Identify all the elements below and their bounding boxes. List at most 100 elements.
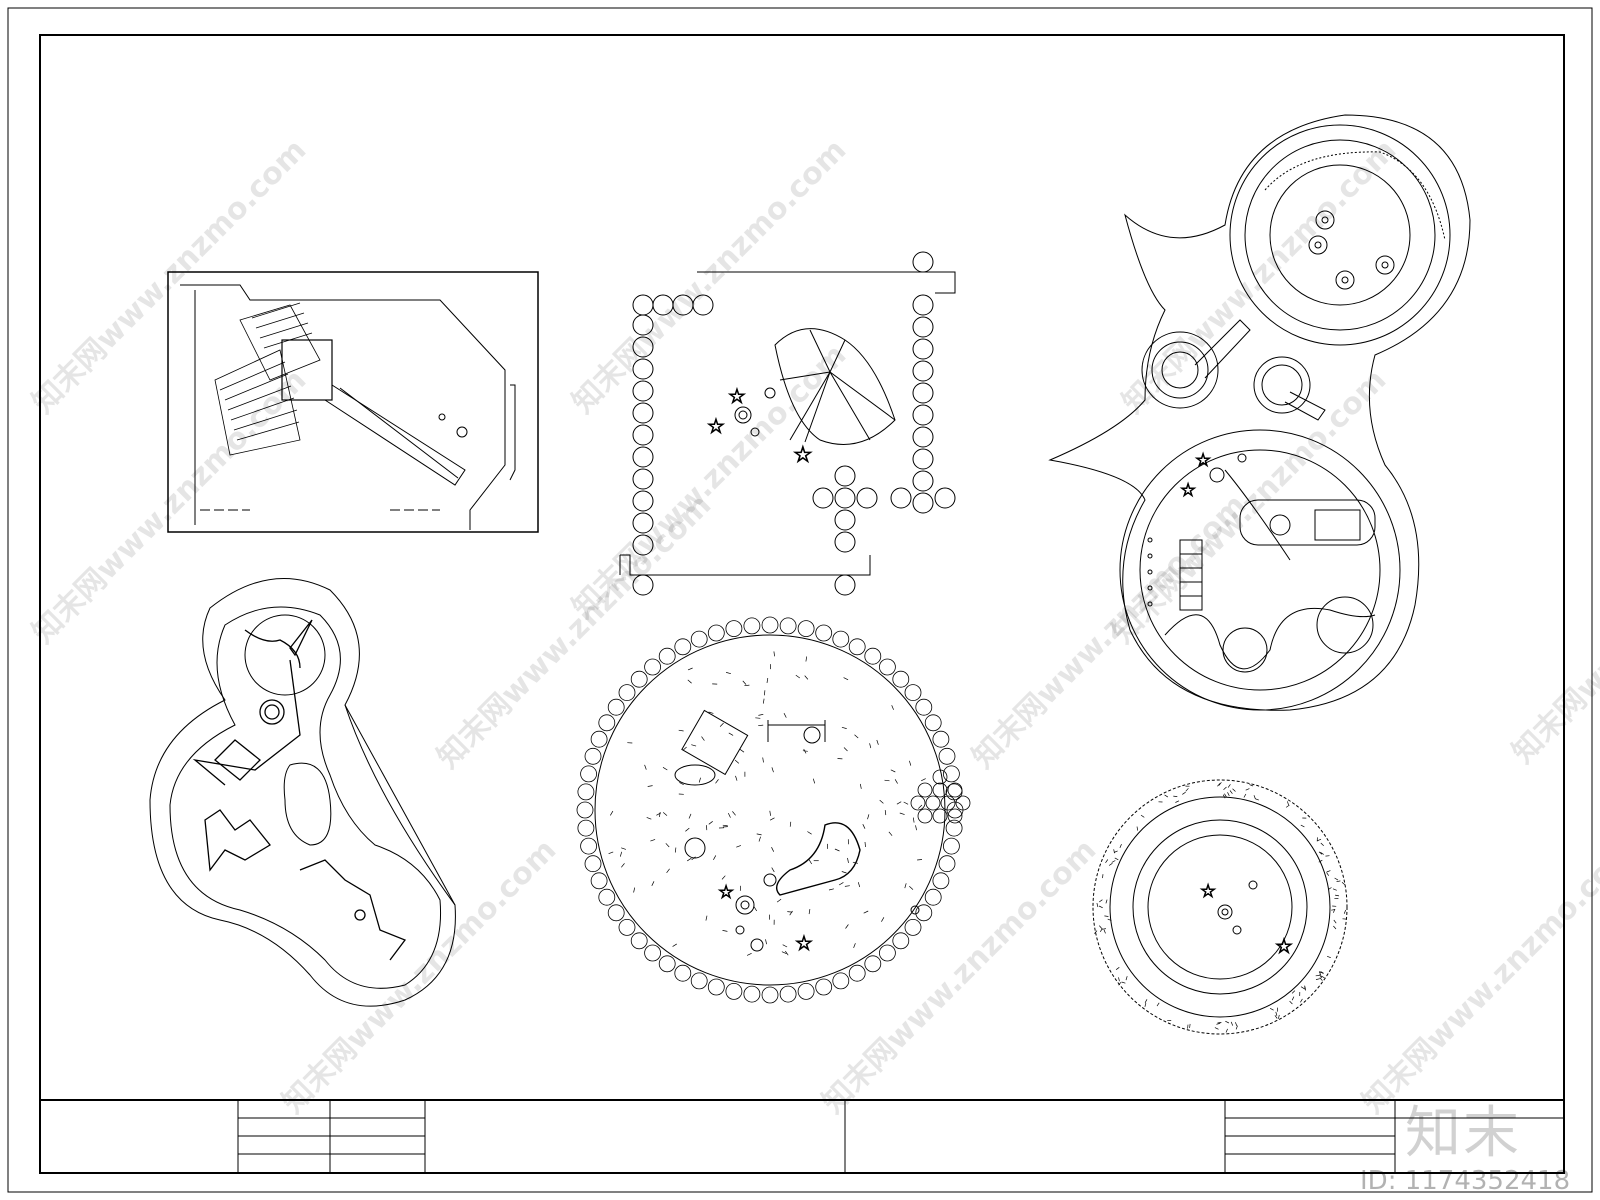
svg-text:☆: ☆ — [1180, 480, 1196, 501]
sheet-inner-border — [39, 34, 1565, 1174]
gravel-speckle — [1118, 977, 1120, 982]
sand-speckle — [804, 675, 809, 680]
plan-net-climbing — [149, 578, 456, 1007]
gravel-speckle — [1320, 975, 1325, 979]
sand-speckle — [805, 656, 808, 662]
sand-speckle — [621, 863, 625, 868]
gravel-speckle — [1235, 1025, 1238, 1030]
border-bead — [577, 819, 595, 837]
border-bead — [797, 983, 815, 1000]
border-bead — [674, 638, 692, 656]
sand-speckle — [879, 799, 884, 804]
pillar-circle — [932, 782, 948, 798]
sand-speckle — [687, 667, 693, 671]
sand-speckle — [781, 951, 787, 955]
border-bead — [879, 944, 896, 962]
sand-speckle — [808, 909, 811, 915]
sand-speckle — [812, 778, 816, 784]
sand-speckle — [701, 736, 705, 741]
sand-speckle — [769, 810, 771, 816]
gravel-speckle — [1336, 880, 1341, 883]
sand-speckle — [665, 843, 670, 848]
sand-speckle — [859, 783, 862, 789]
border-bead — [590, 730, 608, 748]
gravel-speckle — [1113, 850, 1118, 853]
sand-speckle — [708, 821, 713, 825]
gravel-speckle — [1318, 859, 1323, 863]
sand-speckle — [867, 814, 870, 820]
sand-speckle — [899, 812, 905, 815]
gravel-speckle — [1229, 790, 1233, 794]
sand-speckle — [619, 851, 623, 857]
pillar-circle — [955, 795, 971, 811]
sand-speckle — [647, 785, 653, 787]
border-bead — [938, 747, 956, 765]
gravel-speckle — [1245, 788, 1250, 791]
gravel-speckle — [1223, 786, 1227, 790]
sand-speckle — [841, 871, 847, 874]
gravel-speckle — [1333, 925, 1337, 930]
sand-speckle — [838, 882, 844, 886]
sand-speckle — [687, 679, 692, 684]
sand-speckle — [719, 722, 724, 727]
sand-speckle — [843, 677, 849, 681]
border-bead — [815, 624, 833, 642]
plan-double-circle: ☆ ☆ — [1048, 114, 1471, 711]
gravel-speckle — [1098, 899, 1103, 903]
sand-speckle — [789, 910, 793, 916]
gravel-speckle — [1216, 1023, 1221, 1025]
svg-text:☆: ☆ — [707, 414, 725, 438]
gravel-speckle — [1289, 1000, 1293, 1005]
sand-speckle — [621, 847, 627, 850]
gravel-speckle — [1182, 791, 1186, 795]
gravel-speckle — [1287, 801, 1289, 806]
sand-speckle — [888, 831, 893, 836]
border-bead — [690, 630, 708, 648]
gravel-speckle — [1230, 1021, 1234, 1026]
sand-speckle — [650, 839, 656, 842]
plan-circle-pit: ☆ ☆ — [1092, 779, 1348, 1035]
border-bead — [690, 972, 708, 990]
sand-speckle — [705, 915, 708, 921]
sand-speckle — [762, 698, 765, 704]
border-bead — [932, 872, 950, 890]
sand-speckle — [674, 847, 677, 853]
gravel-speckle — [1111, 860, 1116, 863]
gravel-speckle — [1278, 1014, 1280, 1019]
border-bead — [577, 783, 595, 801]
border-bead — [938, 855, 956, 873]
sand-speckle — [864, 841, 866, 848]
sand-speckle — [785, 950, 789, 956]
sand-speckle — [666, 868, 670, 874]
pillar-circle — [925, 795, 941, 811]
border-bead — [590, 872, 608, 890]
plan-slide-rectangle — [167, 271, 539, 533]
border-bead — [743, 985, 761, 1003]
gravel-speckle — [1333, 919, 1337, 924]
border-bead — [644, 658, 661, 676]
gravel-speckle — [1318, 851, 1323, 855]
sand-speckle — [659, 812, 661, 818]
sand-speckle — [722, 930, 728, 932]
sand-speckle — [691, 856, 696, 861]
sand-speckle — [727, 812, 731, 818]
gravel-speckle — [1341, 881, 1346, 886]
border-bead — [832, 630, 850, 648]
border-bead — [932, 730, 950, 748]
sand-speckle — [679, 782, 684, 786]
sand-speckle — [766, 677, 769, 683]
svg-text:☆: ☆ — [793, 443, 813, 468]
pillar-circle — [917, 808, 933, 824]
sand-speckle — [771, 767, 774, 773]
gravel-speckle — [1332, 888, 1337, 891]
border-bead — [904, 684, 922, 701]
border-bead — [584, 747, 602, 765]
border-bead — [815, 978, 833, 996]
sand-speckle — [744, 684, 750, 687]
sand-speckle — [662, 812, 668, 816]
gravel-speckle — [1121, 981, 1126, 984]
sand-speckle — [881, 917, 885, 922]
sand-speckle — [847, 857, 849, 863]
gravel-speckle — [1144, 999, 1148, 1003]
gravel-speckle — [1175, 800, 1180, 803]
